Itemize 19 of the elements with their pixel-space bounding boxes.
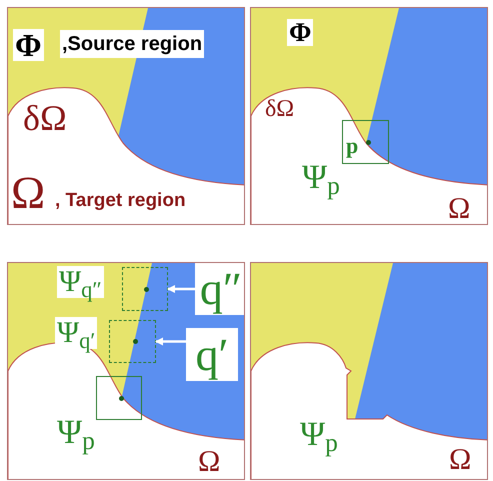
region-label: , Target region <box>55 189 186 213</box>
patch-square <box>96 376 142 420</box>
boundary-symbol: δΩ <box>265 96 294 122</box>
omega-symbol: Ω <box>449 445 472 475</box>
omega-symbol: Ω <box>198 447 220 477</box>
patch-square <box>342 120 389 164</box>
patch-square <box>122 267 168 311</box>
patch-square <box>109 320 156 363</box>
omega-symbol: Ω <box>11 170 46 216</box>
point-label: q″ <box>195 263 244 315</box>
point-label: q′ <box>186 328 238 381</box>
boundary-symbol: δΩ <box>23 99 67 137</box>
region-label: ,Source region <box>60 30 204 58</box>
arrow <box>167 285 195 293</box>
phi-symbol: Φ <box>13 29 44 61</box>
point-label: p <box>346 135 358 157</box>
omega-symbol: Ω <box>448 194 470 224</box>
arrow <box>155 338 186 346</box>
phi-symbol: Φ <box>287 19 314 46</box>
